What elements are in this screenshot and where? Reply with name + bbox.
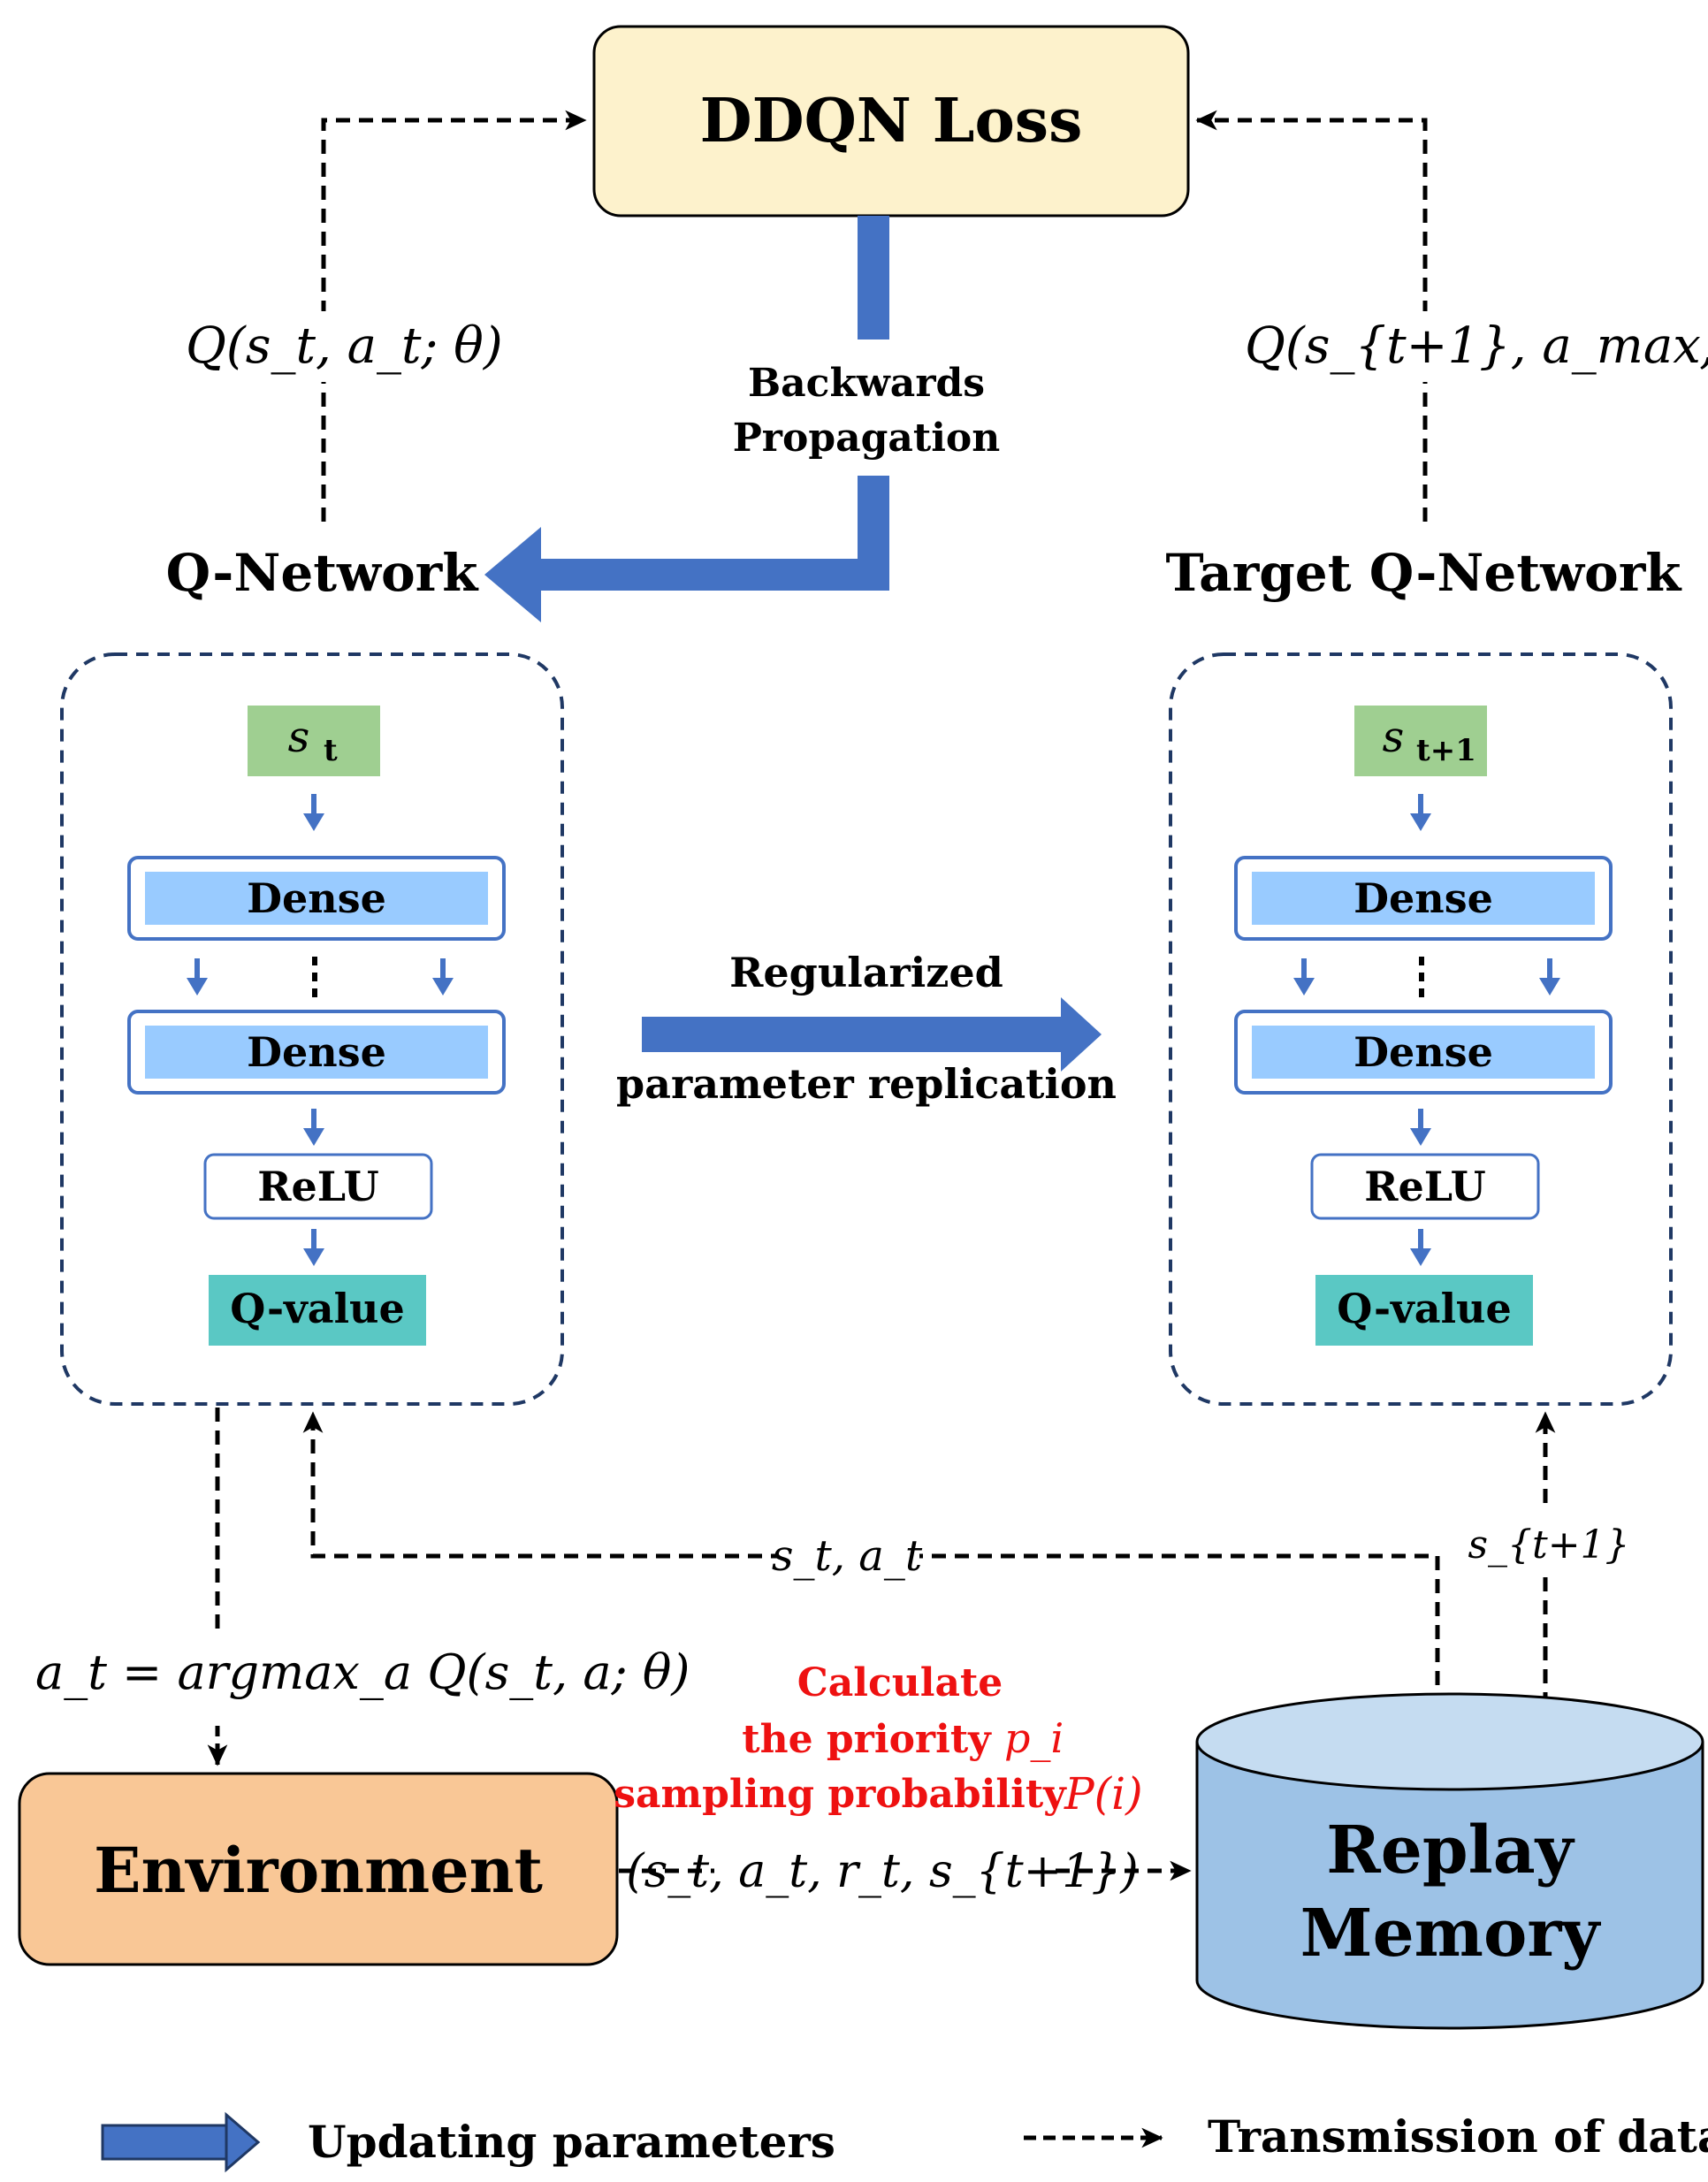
t-output-box: [1315, 1275, 1533, 1346]
t-output-label: Q-value: [1337, 1285, 1512, 1332]
calc-pi: p_i: [1004, 1714, 1064, 1762]
backprop-arrow: [484, 216, 889, 622]
q-relu-label: ReLU: [257, 1163, 378, 1210]
ddqn-loss-label: DDQN Loss: [700, 86, 1083, 156]
q-dense1-label: Dense: [247, 874, 386, 922]
legend: Updating parameters Transmission of data: [101, 2110, 1708, 2173]
t-input-var: s: [1383, 713, 1405, 762]
replay-label-1: Replay: [1326, 1812, 1575, 1888]
backprop-label-2: Propagation: [733, 416, 1001, 461]
calc-line-2: the priority: [742, 1717, 992, 1762]
t-input-box: [1354, 706, 1487, 776]
legend-update-label: Updating parameters: [308, 2116, 835, 2168]
param-replication-label: parameter replication: [616, 1060, 1117, 1108]
q-relu-box: [203, 1153, 433, 1220]
st-at-label: s_t, a_t: [772, 1531, 923, 1581]
q-dense2-label: Dense: [247, 1028, 386, 1076]
q-target-to-loss-arrow: [1195, 110, 1428, 522]
q-input-box: [248, 706, 380, 776]
t-dense1-label: Dense: [1353, 874, 1493, 922]
transition-label: (s_t, a_t, r_t, s_{t+1}): [626, 1845, 1138, 1898]
q-ellipsis: [312, 957, 317, 997]
q-network-panel: s t Dense Dense ReLU Q-value: [60, 652, 564, 1406]
q-output-label: Q-value: [230, 1285, 405, 1332]
ddqn-loss-box: DDQN Loss: [592, 25, 1190, 217]
argmax-label: a_t = argmax_a Q(s_t, a; θ): [35, 1644, 690, 1700]
q-input-var: s: [288, 713, 310, 762]
q-online-label: Q(s_t, a_t; θ): [186, 317, 503, 375]
t-dense2-label: Dense: [1353, 1028, 1493, 1076]
replication-arrow: [642, 997, 1102, 1072]
t-ellipsis: [1419, 957, 1424, 997]
calc-line-3: sampling probability: [614, 1772, 1067, 1817]
q-input-sub: t: [324, 733, 338, 768]
legend-data-label: Transmission of data: [1208, 2110, 1708, 2163]
target-network-panel: s t+1 Dense Dense ReLU Q-value: [1169, 652, 1673, 1406]
t-arrows: [1293, 794, 1560, 1266]
q-target-label: Q(s_{t+1}, a_max; θ⁻): [1245, 317, 1708, 375]
environment-label: Environment: [94, 1834, 543, 1907]
q-arrows: [187, 794, 454, 1266]
replay-memory-cylinder: Replay Memory: [1195, 1692, 1704, 2030]
t-input-sub: t+1: [1416, 733, 1476, 768]
st1-label: s_{t+1}: [1468, 1522, 1629, 1568]
calc-line-1: Calculate: [797, 1660, 1003, 1705]
q-output-box: [209, 1275, 426, 1346]
t-relu-box: [1310, 1153, 1540, 1220]
environment-box: Environment: [18, 1772, 619, 1966]
q-network-title: Q-Network: [166, 543, 480, 603]
backprop-label-1: Backwards: [748, 361, 985, 406]
regularized-label: Regularized: [729, 949, 1003, 996]
replay-label-2: Memory: [1300, 1896, 1602, 1972]
legend-update-arrow: [101, 2111, 261, 2173]
q-online-to-loss-arrow: [321, 110, 587, 522]
t-relu-label: ReLU: [1364, 1163, 1485, 1210]
target-network-title: Target Q-Network: [1166, 543, 1683, 603]
calc-Pi: P(i): [1064, 1768, 1143, 1820]
